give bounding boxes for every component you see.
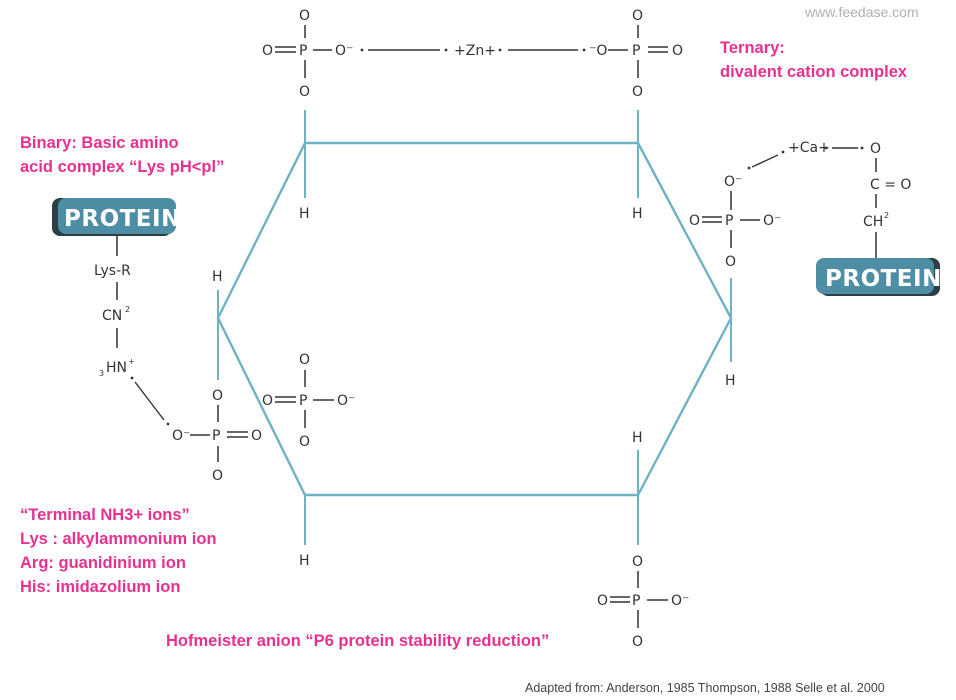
- inositol-ring: [216, 141, 733, 497]
- nh3-label: HN: [106, 360, 127, 376]
- o-minus-atom: O⁻: [763, 213, 781, 229]
- label-terminal-line4: His: imidazolium ion: [20, 578, 180, 596]
- watermark: www.feedase.com: [804, 4, 919, 20]
- o-atom: O: [672, 43, 683, 59]
- nh3-sub: 3: [99, 369, 104, 378]
- h-atom: H: [632, 430, 643, 446]
- protein-left: PROTEIN: [52, 198, 181, 236]
- source-credit: Adapted from: Anderson, 1985 Thompson, 1…: [525, 681, 885, 695]
- phosphate-inner: O O P O⁻ O: [262, 352, 355, 450]
- minus-o-atom: ⁻O: [589, 43, 607, 59]
- phosphate-left: O O⁻ P O O: [172, 388, 262, 484]
- label-ternary-line1: Ternary:: [720, 39, 785, 57]
- c-eq-o: C = O: [870, 177, 911, 193]
- o-atom: O: [632, 554, 643, 570]
- p-atom: P: [299, 393, 307, 409]
- label-binary-line2: acid complex “Lys pH<pl”: [20, 158, 224, 176]
- ch2-sup: 2: [884, 211, 889, 220]
- label-hofmeister: Hofmeister anion “P6 protein stability r…: [166, 632, 549, 650]
- label-terminal-line2: Lys : alkylammonium ion: [20, 530, 217, 548]
- protein-label-left: PROTEIN: [64, 206, 181, 232]
- label-terminal-line1: “Terminal NH3+ ions”: [20, 506, 190, 524]
- o-minus-atom: O⁻: [172, 428, 190, 444]
- o-atom: O: [632, 8, 643, 24]
- protein-right: PROTEIN: [816, 258, 942, 296]
- p-atom: P: [725, 213, 733, 229]
- o-atom: O: [632, 634, 643, 650]
- o-atom: O: [632, 84, 643, 100]
- zn-ion: +Zn+: [454, 43, 496, 59]
- lys-r-label: Lys-R: [94, 263, 131, 279]
- p-atom: P: [299, 43, 307, 59]
- lysine-chain: Lys-R CN 2 3 HN +: [94, 236, 170, 426]
- o-atom: O: [299, 84, 310, 100]
- o-atom: O: [262, 393, 273, 409]
- o-minus-atom: O⁻: [337, 393, 355, 409]
- p-atom: P: [632, 43, 640, 59]
- o-atom: O: [299, 434, 310, 450]
- label-binary-line1: Binary: Basic amino: [20, 134, 179, 152]
- phosphate-top-right: O ⁻O P O O: [589, 8, 683, 100]
- h-atom: H: [632, 206, 643, 222]
- o-atom: O: [212, 468, 223, 484]
- p-atom: P: [632, 593, 640, 609]
- ch2-label: CH: [863, 214, 883, 230]
- o-atom: O: [725, 254, 736, 270]
- cn2-label: CN: [102, 308, 122, 324]
- o-minus-atom: O⁻: [671, 593, 689, 609]
- protein-label-right: PROTEIN: [825, 266, 942, 292]
- o-minus-atom: O⁻: [335, 43, 353, 59]
- cn2-sup: 2: [125, 305, 130, 314]
- o-minus-atom: O⁻: [724, 174, 742, 190]
- o-atom: O: [299, 352, 310, 368]
- o-atom: O: [299, 8, 310, 24]
- o-atom: O: [251, 428, 262, 444]
- carboxylate-group: O C = O CH 2: [863, 141, 911, 260]
- label-ternary-line2: divalent cation complex: [720, 63, 908, 81]
- o-atom: O: [870, 141, 881, 157]
- phosphate-right: O⁻ O P O⁻ O: [689, 174, 781, 270]
- phosphate-bottom-right: O O P O⁻ O: [597, 554, 689, 650]
- p-atom: P: [212, 428, 220, 444]
- h-atom: H: [725, 373, 736, 389]
- h-atom: H: [299, 206, 310, 222]
- zn-bridge: +Zn+: [360, 43, 586, 59]
- ca-bridge: +Ca+: [747, 140, 864, 170]
- phosphate-top-left: O O P O⁻ O: [262, 8, 353, 100]
- nh3-sup: +: [128, 357, 135, 366]
- o-atom: O: [689, 213, 700, 229]
- o-atom: O: [212, 388, 223, 404]
- o-atom: O: [262, 43, 273, 59]
- o-atom: O: [597, 593, 608, 609]
- h-atom: H: [299, 553, 310, 569]
- h-atom: H: [212, 269, 223, 285]
- ca-ion: +Ca+: [788, 140, 830, 156]
- label-terminal-line3: Arg: guanidinium ion: [20, 554, 186, 572]
